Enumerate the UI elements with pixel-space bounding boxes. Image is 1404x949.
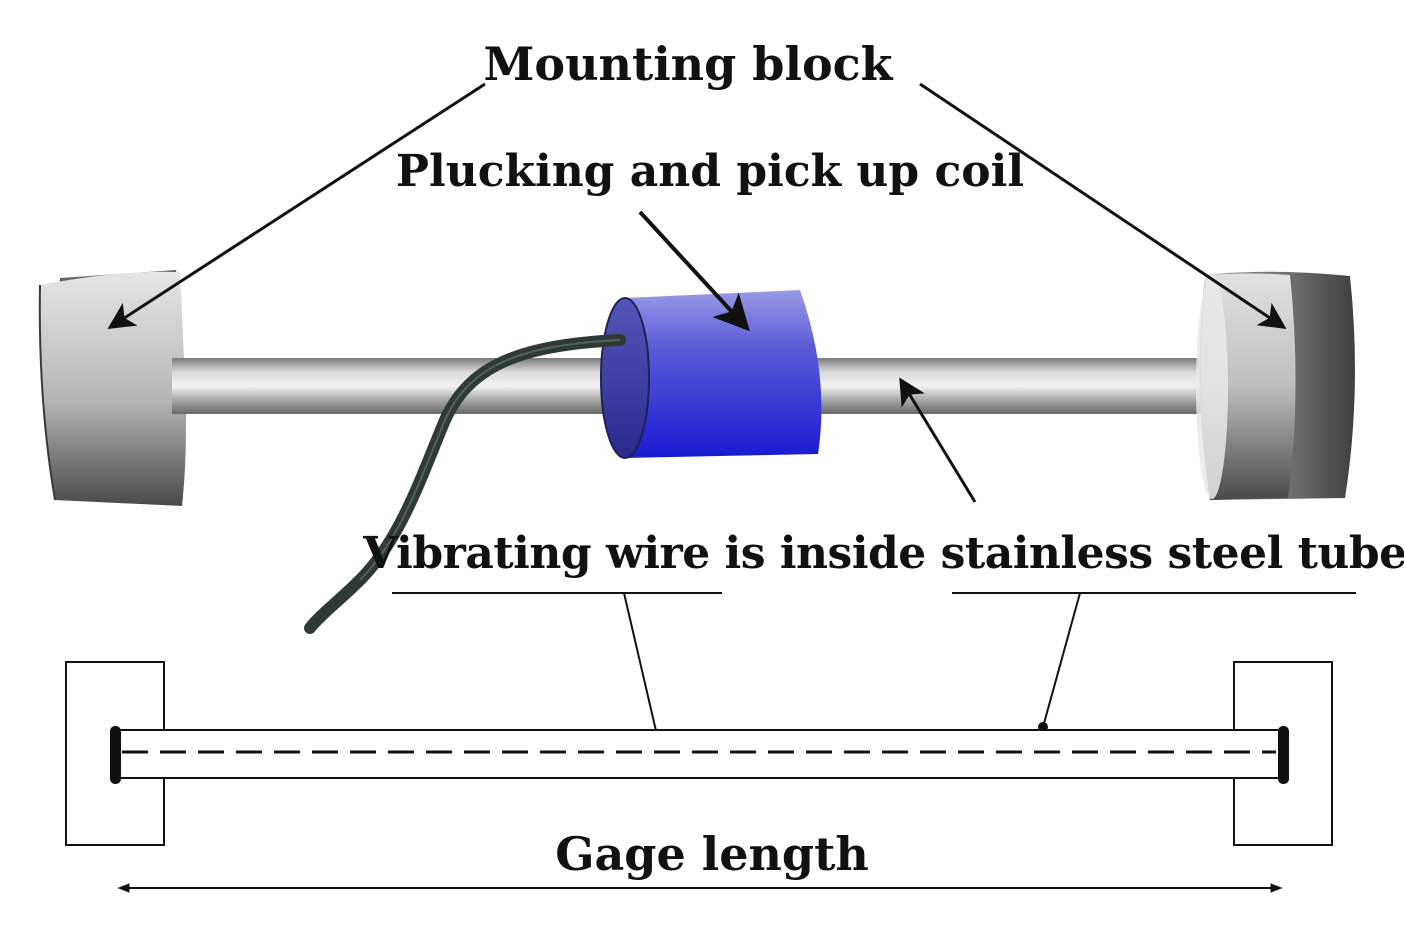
coil-label: Plucking and pick up coil xyxy=(396,146,1024,197)
left-mounting-block xyxy=(38,270,186,506)
mounting-block-left-arrow xyxy=(107,82,486,329)
gage-length-label: Gage length xyxy=(555,827,869,881)
schematic-right-anchor xyxy=(1278,726,1289,784)
coil-arrow xyxy=(638,210,750,332)
tube-label: Vibrating wire is inside stainless steel… xyxy=(362,528,1404,579)
tube-leader-line xyxy=(1042,592,1081,728)
plucking-pickup-coil xyxy=(600,290,822,459)
wire-leader-line xyxy=(623,592,661,749)
right-mounting-block xyxy=(1196,271,1355,500)
signal-cable xyxy=(304,334,626,634)
schematic-left-anchor xyxy=(110,726,121,784)
tube-arrow xyxy=(899,377,977,503)
mounting-block-label: Mounting block xyxy=(483,37,893,91)
schematic-tube xyxy=(113,729,1285,779)
mounting-block-right-arrow xyxy=(919,82,1287,330)
